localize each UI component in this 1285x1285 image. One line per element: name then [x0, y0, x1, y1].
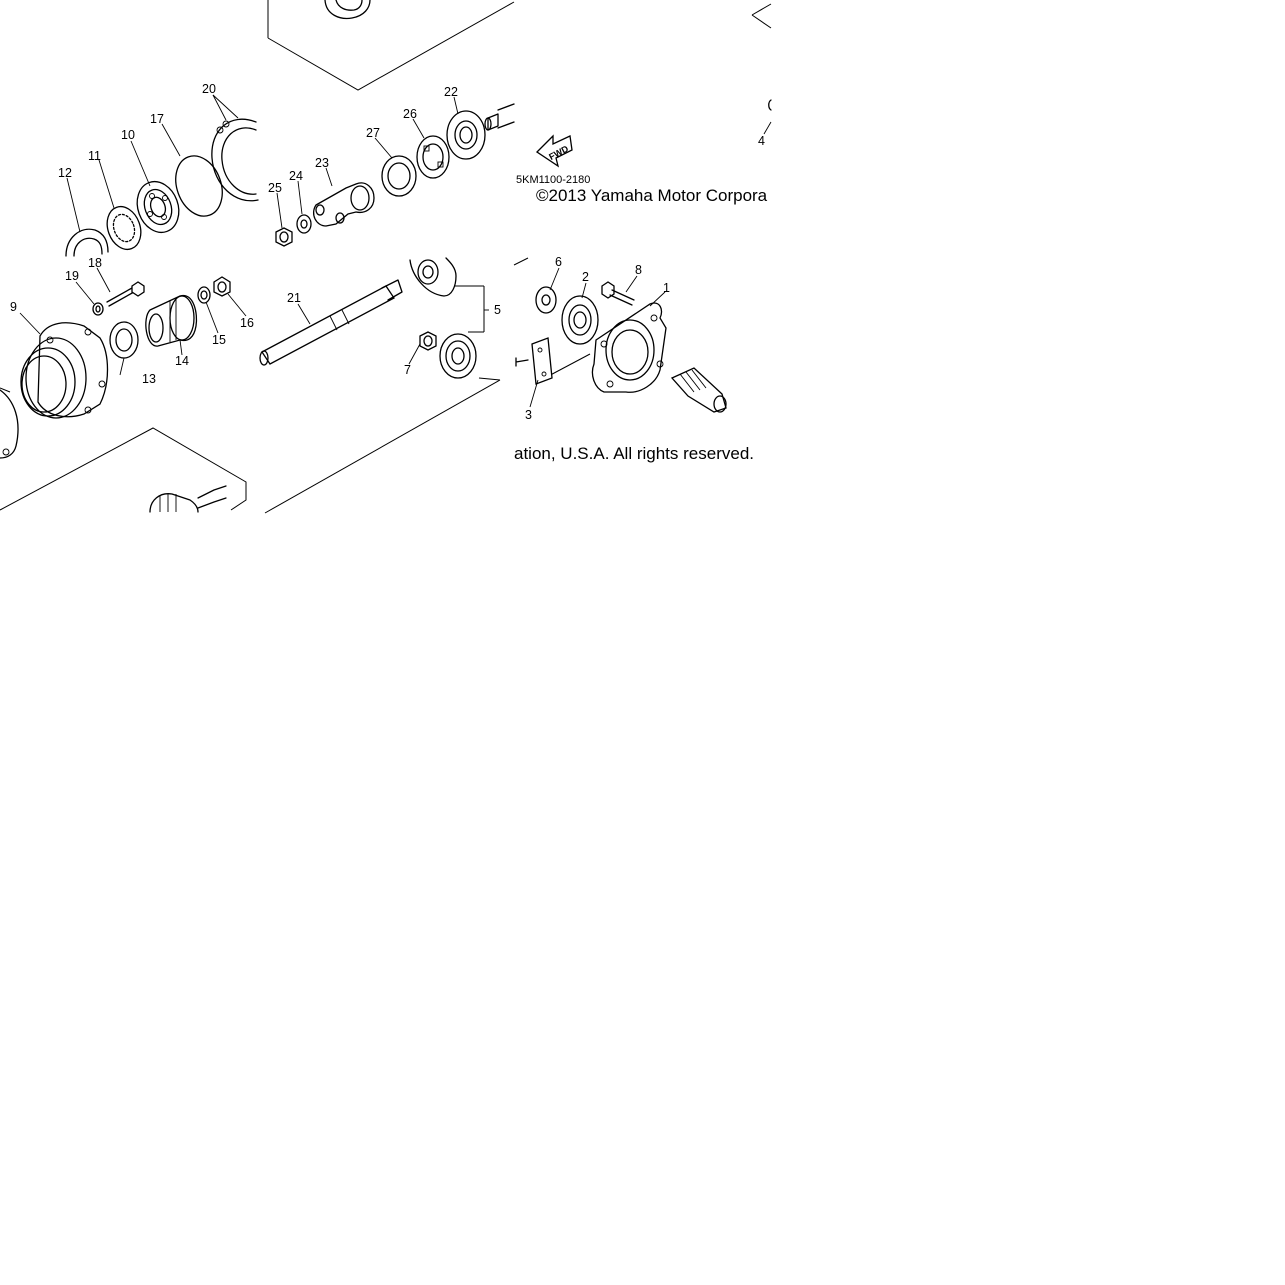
- part-gasket-fragment: [0, 389, 19, 459]
- label-part-9: 9: [10, 300, 17, 314]
- part-11-spline-ring: [106, 205, 142, 251]
- label-part-17: 17: [150, 112, 164, 126]
- part-21-shaft: [259, 279, 403, 366]
- part-ring-gear-fragment: [409, 257, 457, 297]
- part-number-labels: 1 2 3 4 5 6 7 8 9 10 11 12 13 14 15 16 1…: [10, 82, 765, 422]
- label-part-10: 10: [121, 128, 135, 142]
- part-19-nut: [92, 302, 104, 316]
- label-part-18: 18: [88, 256, 102, 270]
- part-7-nut: [419, 331, 437, 351]
- part-pinion-gear: [439, 333, 477, 379]
- part-9-housing: [20, 322, 109, 419]
- part-17-o-ring: [175, 155, 223, 217]
- drawing-code: 5KM1100-2180: [516, 174, 590, 186]
- part-12-seal: [65, 228, 109, 257]
- part-output-shaft: [670, 367, 727, 413]
- part-2-bearing: [561, 295, 599, 345]
- label-part-24: 24: [289, 169, 303, 183]
- part-shaft-end: [484, 103, 515, 131]
- part-15-washer: [197, 286, 211, 304]
- part-24-washer: [296, 214, 312, 234]
- label-part-8: 8: [635, 263, 642, 277]
- label-part-16: 16: [240, 316, 254, 330]
- label-part-4: 4: [758, 134, 765, 148]
- label-part-5: 5: [494, 303, 501, 317]
- copyright-top: ©2013 Yamaha Motor Corpora: [536, 186, 768, 205]
- label-part-27: 27: [366, 126, 380, 140]
- part-26-ring-nut: [416, 135, 450, 179]
- part-3-bracket: [515, 337, 553, 385]
- part-4-fragment: [768, 99, 772, 111]
- part-20-circlip: [211, 118, 259, 202]
- part-8-bolt: [601, 281, 635, 306]
- label-part-2: 2: [582, 270, 589, 284]
- label-part-13: 13: [142, 372, 156, 386]
- label-part-19: 19: [65, 269, 79, 283]
- part-1-bearing-housing: [591, 302, 667, 393]
- label-part-1: 1: [663, 281, 670, 295]
- part-23-yoke: [312, 182, 375, 227]
- label-part-3: 3: [525, 408, 532, 422]
- part-gear-bottom-fragment: [149, 485, 227, 513]
- leader-lines: [19, 94, 666, 408]
- part-14-coupling: [145, 295, 198, 347]
- label-part-21: 21: [287, 291, 301, 305]
- label-part-25: 25: [268, 181, 282, 195]
- part-22-bearing: [446, 110, 486, 160]
- label-part-11: 11: [88, 149, 101, 163]
- label-part-26: 26: [403, 107, 417, 121]
- part-18-bolt: [106, 281, 145, 307]
- label-part-14: 14: [175, 354, 189, 368]
- part-27-seal: [381, 155, 417, 197]
- label-part-7: 7: [404, 363, 411, 377]
- label-part-22: 22: [444, 85, 458, 99]
- part-16-nut: [213, 276, 231, 297]
- part-25-nut: [275, 227, 293, 247]
- part-6-shim: [535, 286, 557, 314]
- part-bearing-top-fragment: [324, 0, 371, 20]
- part-10-bearing: [136, 180, 180, 234]
- part-13-oil-seal: [109, 321, 139, 359]
- label-part-23: 23: [315, 156, 329, 170]
- label-part-6: 6: [555, 255, 562, 269]
- label-part-20: 20: [202, 82, 216, 96]
- label-part-12: 12: [58, 166, 72, 180]
- label-part-15: 15: [212, 333, 226, 347]
- copyright-bottom: ation, U.S.A. All rights reserved.: [514, 444, 754, 463]
